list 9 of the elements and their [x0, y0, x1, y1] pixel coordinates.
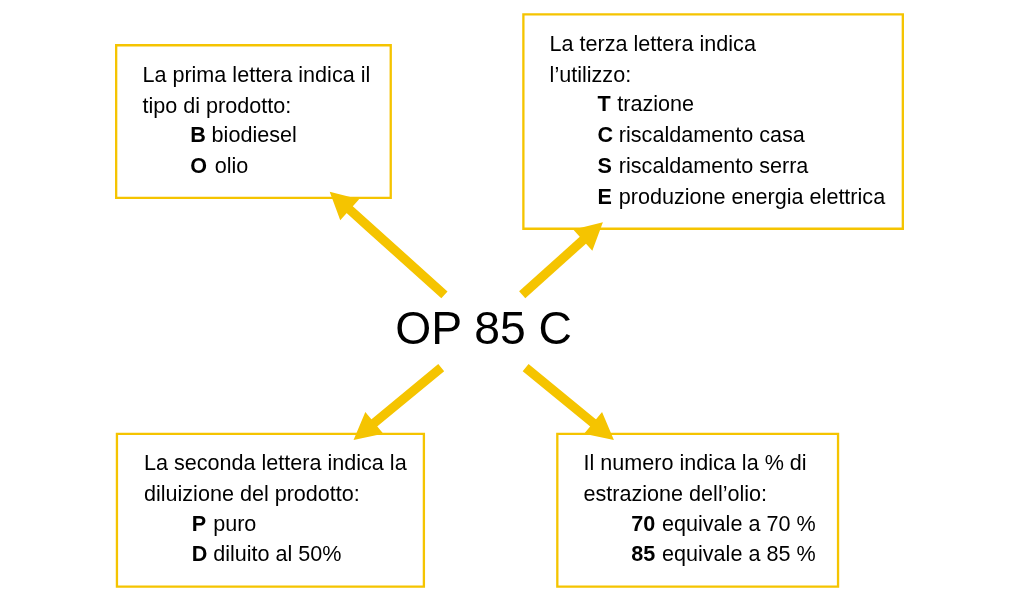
- node-text: OP 85 C: [395, 301, 572, 354]
- arrow: [522, 364, 614, 441]
- arrow: [329, 191, 448, 299]
- node-box: La seconda lettera indica la diluizione del prodotto: P puro D diluito al 50%: [115, 432, 426, 588]
- arrow: [353, 364, 445, 441]
- node-box: La prima lettera indica il tipo di prodotto: B biodiesel O olio: [115, 44, 392, 200]
- node-box: Il numero indica la % di estrazione dell’olio: 70 equivale a 70 % 85 equivale a 85 %: [556, 432, 840, 588]
- node-box: La terza lettera indica l’utilizzo: T trazione C riscaldamento casa S riscaldamento serra E produzione energia elettrica: [522, 13, 904, 230]
- arrow: [519, 222, 603, 299]
